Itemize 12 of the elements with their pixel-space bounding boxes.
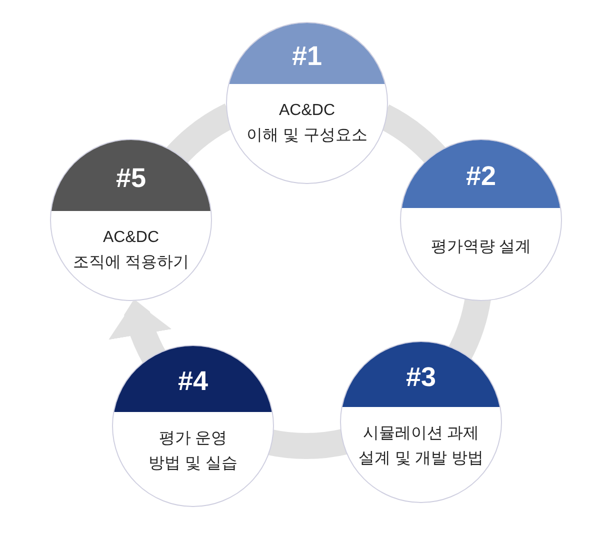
cycle-arrow [110, 298, 173, 365]
step-number-band: #3 [341, 342, 501, 407]
step-description: 평가역량 설계 [430, 238, 532, 258]
step-number-band: #2 [401, 140, 561, 208]
step-number-band: #4 [113, 346, 273, 412]
step-number-band: #1 [227, 23, 387, 84]
step-description: AC&DC 이해 및 구성요소 [246, 101, 368, 146]
step-description: 시뮬레이션 과제 설계 및 개발 방법 [358, 424, 484, 469]
step-number-band: #5 [51, 140, 211, 211]
step-description: 평가 운영 방법 및 실습 [148, 429, 238, 474]
step-description: AC&DC 조직에 적용하기 [72, 228, 190, 273]
ring-segment [266, 428, 348, 459]
